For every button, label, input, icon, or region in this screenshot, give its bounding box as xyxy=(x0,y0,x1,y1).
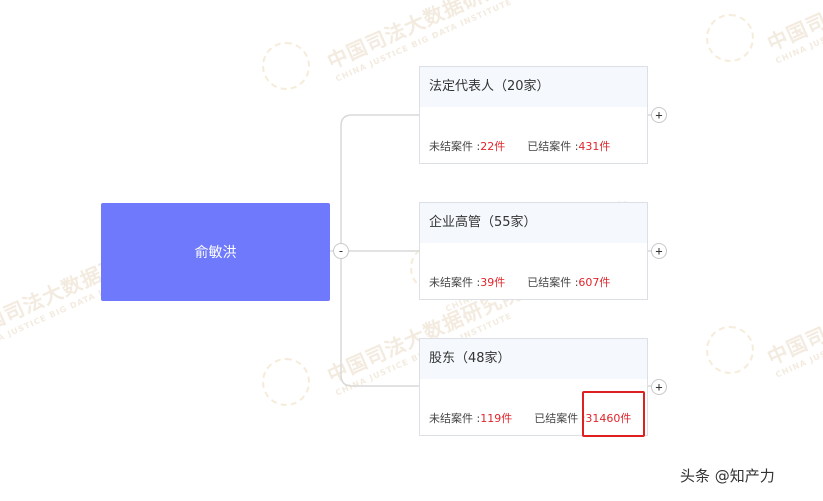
collapse-toggle-button[interactable]: - xyxy=(333,243,349,259)
open-cases-value: 119件 xyxy=(480,412,513,425)
branch-card-executive[interactable]: 企业高管（55家） 未结案件 :39件 已结案件 :607件 xyxy=(419,202,648,300)
branch-card-stats: 未结案件 :22件 已结案件 :431件 xyxy=(429,138,610,154)
open-cases-label: 未结案件 : xyxy=(429,140,481,153)
open-cases-label: 未结案件 : xyxy=(429,276,481,289)
closed-cases-label: 已结案件 : xyxy=(527,140,579,153)
closed-cases-value: 31460件 xyxy=(585,412,632,425)
branch-card-legal-representative[interactable]: 法定代表人（20家） 未结案件 :22件 已结案件 :431件 xyxy=(419,66,648,164)
root-node-label: 俞敏洪 xyxy=(194,245,237,261)
root-node[interactable]: 俞敏洪 xyxy=(101,203,330,301)
branch-card-stats: 未结案件 :119件 已结案件 :31460件 xyxy=(429,410,631,426)
open-cases-value: 39件 xyxy=(480,276,506,289)
open-cases-value: 22件 xyxy=(480,140,506,153)
source-credit: 头条 @知产力 xyxy=(680,467,775,485)
closed-cases-label: 已结案件 : xyxy=(534,412,586,425)
expand-toggle-button[interactable]: + xyxy=(651,243,667,259)
branch-card-title: 股东（48家） xyxy=(420,339,647,379)
closed-cases-value: 431件 xyxy=(578,140,611,153)
branch-card-title: 企业高管（55家） xyxy=(420,203,647,243)
closed-cases-label: 已结案件 : xyxy=(527,276,579,289)
branch-card-stats: 未结案件 :39件 已结案件 :607件 xyxy=(429,274,610,290)
expand-toggle-button[interactable]: + xyxy=(651,379,667,395)
highlight-box xyxy=(582,391,645,437)
open-cases-label: 未结案件 : xyxy=(429,412,481,425)
closed-cases-value: 607件 xyxy=(578,276,611,289)
branch-card-shareholder[interactable]: 股东（48家） 未结案件 :119件 已结案件 :31460件 xyxy=(419,338,648,436)
branch-card-title: 法定代表人（20家） xyxy=(420,67,647,107)
expand-toggle-button[interactable]: + xyxy=(651,107,667,123)
